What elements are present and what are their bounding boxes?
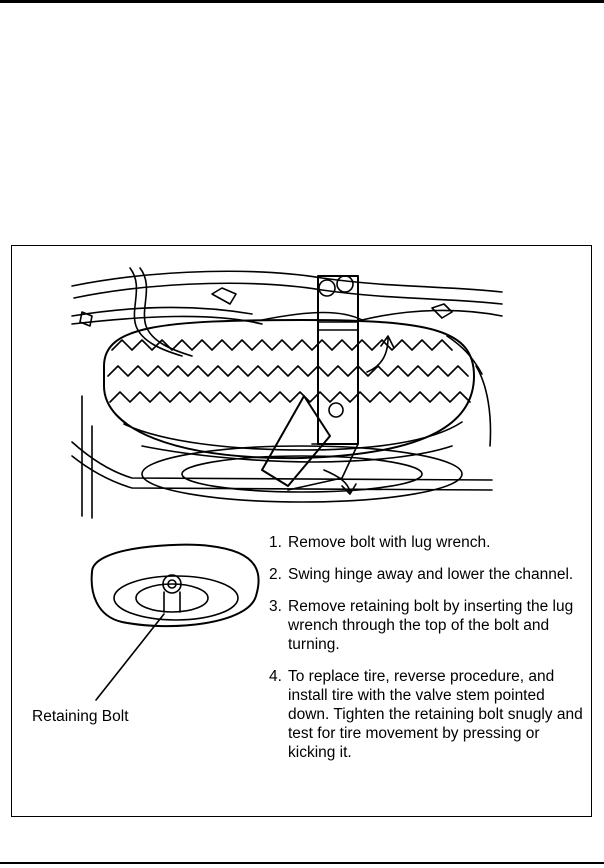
- step-number: 1.: [269, 534, 282, 551]
- spare-tire-figure: 1. Remove bolt with lug wrench. 2. Swing…: [11, 245, 592, 817]
- retaining-bolt-callout: Retaining Bolt: [32, 708, 129, 725]
- bottom-rule: [0, 862, 604, 864]
- step-text: To replace tire, reverse procedure, and …: [288, 668, 583, 761]
- step-number: 4.: [269, 668, 282, 685]
- step-text: Swing hinge away and lower the channel.: [288, 566, 574, 583]
- step-number: 2.: [269, 566, 282, 583]
- step-item: 1. Remove bolt with lug wrench.: [269, 533, 587, 552]
- step-item: 3. Remove retaining bolt by inserting th…: [269, 597, 587, 654]
- step-text: Remove retaining bolt by inserting the l…: [288, 598, 574, 653]
- step-number: 3.: [269, 598, 282, 615]
- spare-tire-illustration: [71, 267, 503, 701]
- step-item: 2. Swing hinge away and lower the channe…: [269, 565, 587, 584]
- instruction-steps: 1. Remove bolt with lug wrench. 2. Swing…: [269, 533, 587, 775]
- step-item: 4. To replace tire, reverse procedure, a…: [269, 667, 587, 762]
- top-rule: [0, 0, 604, 3]
- step-text: Remove bolt with lug wrench.: [288, 534, 491, 551]
